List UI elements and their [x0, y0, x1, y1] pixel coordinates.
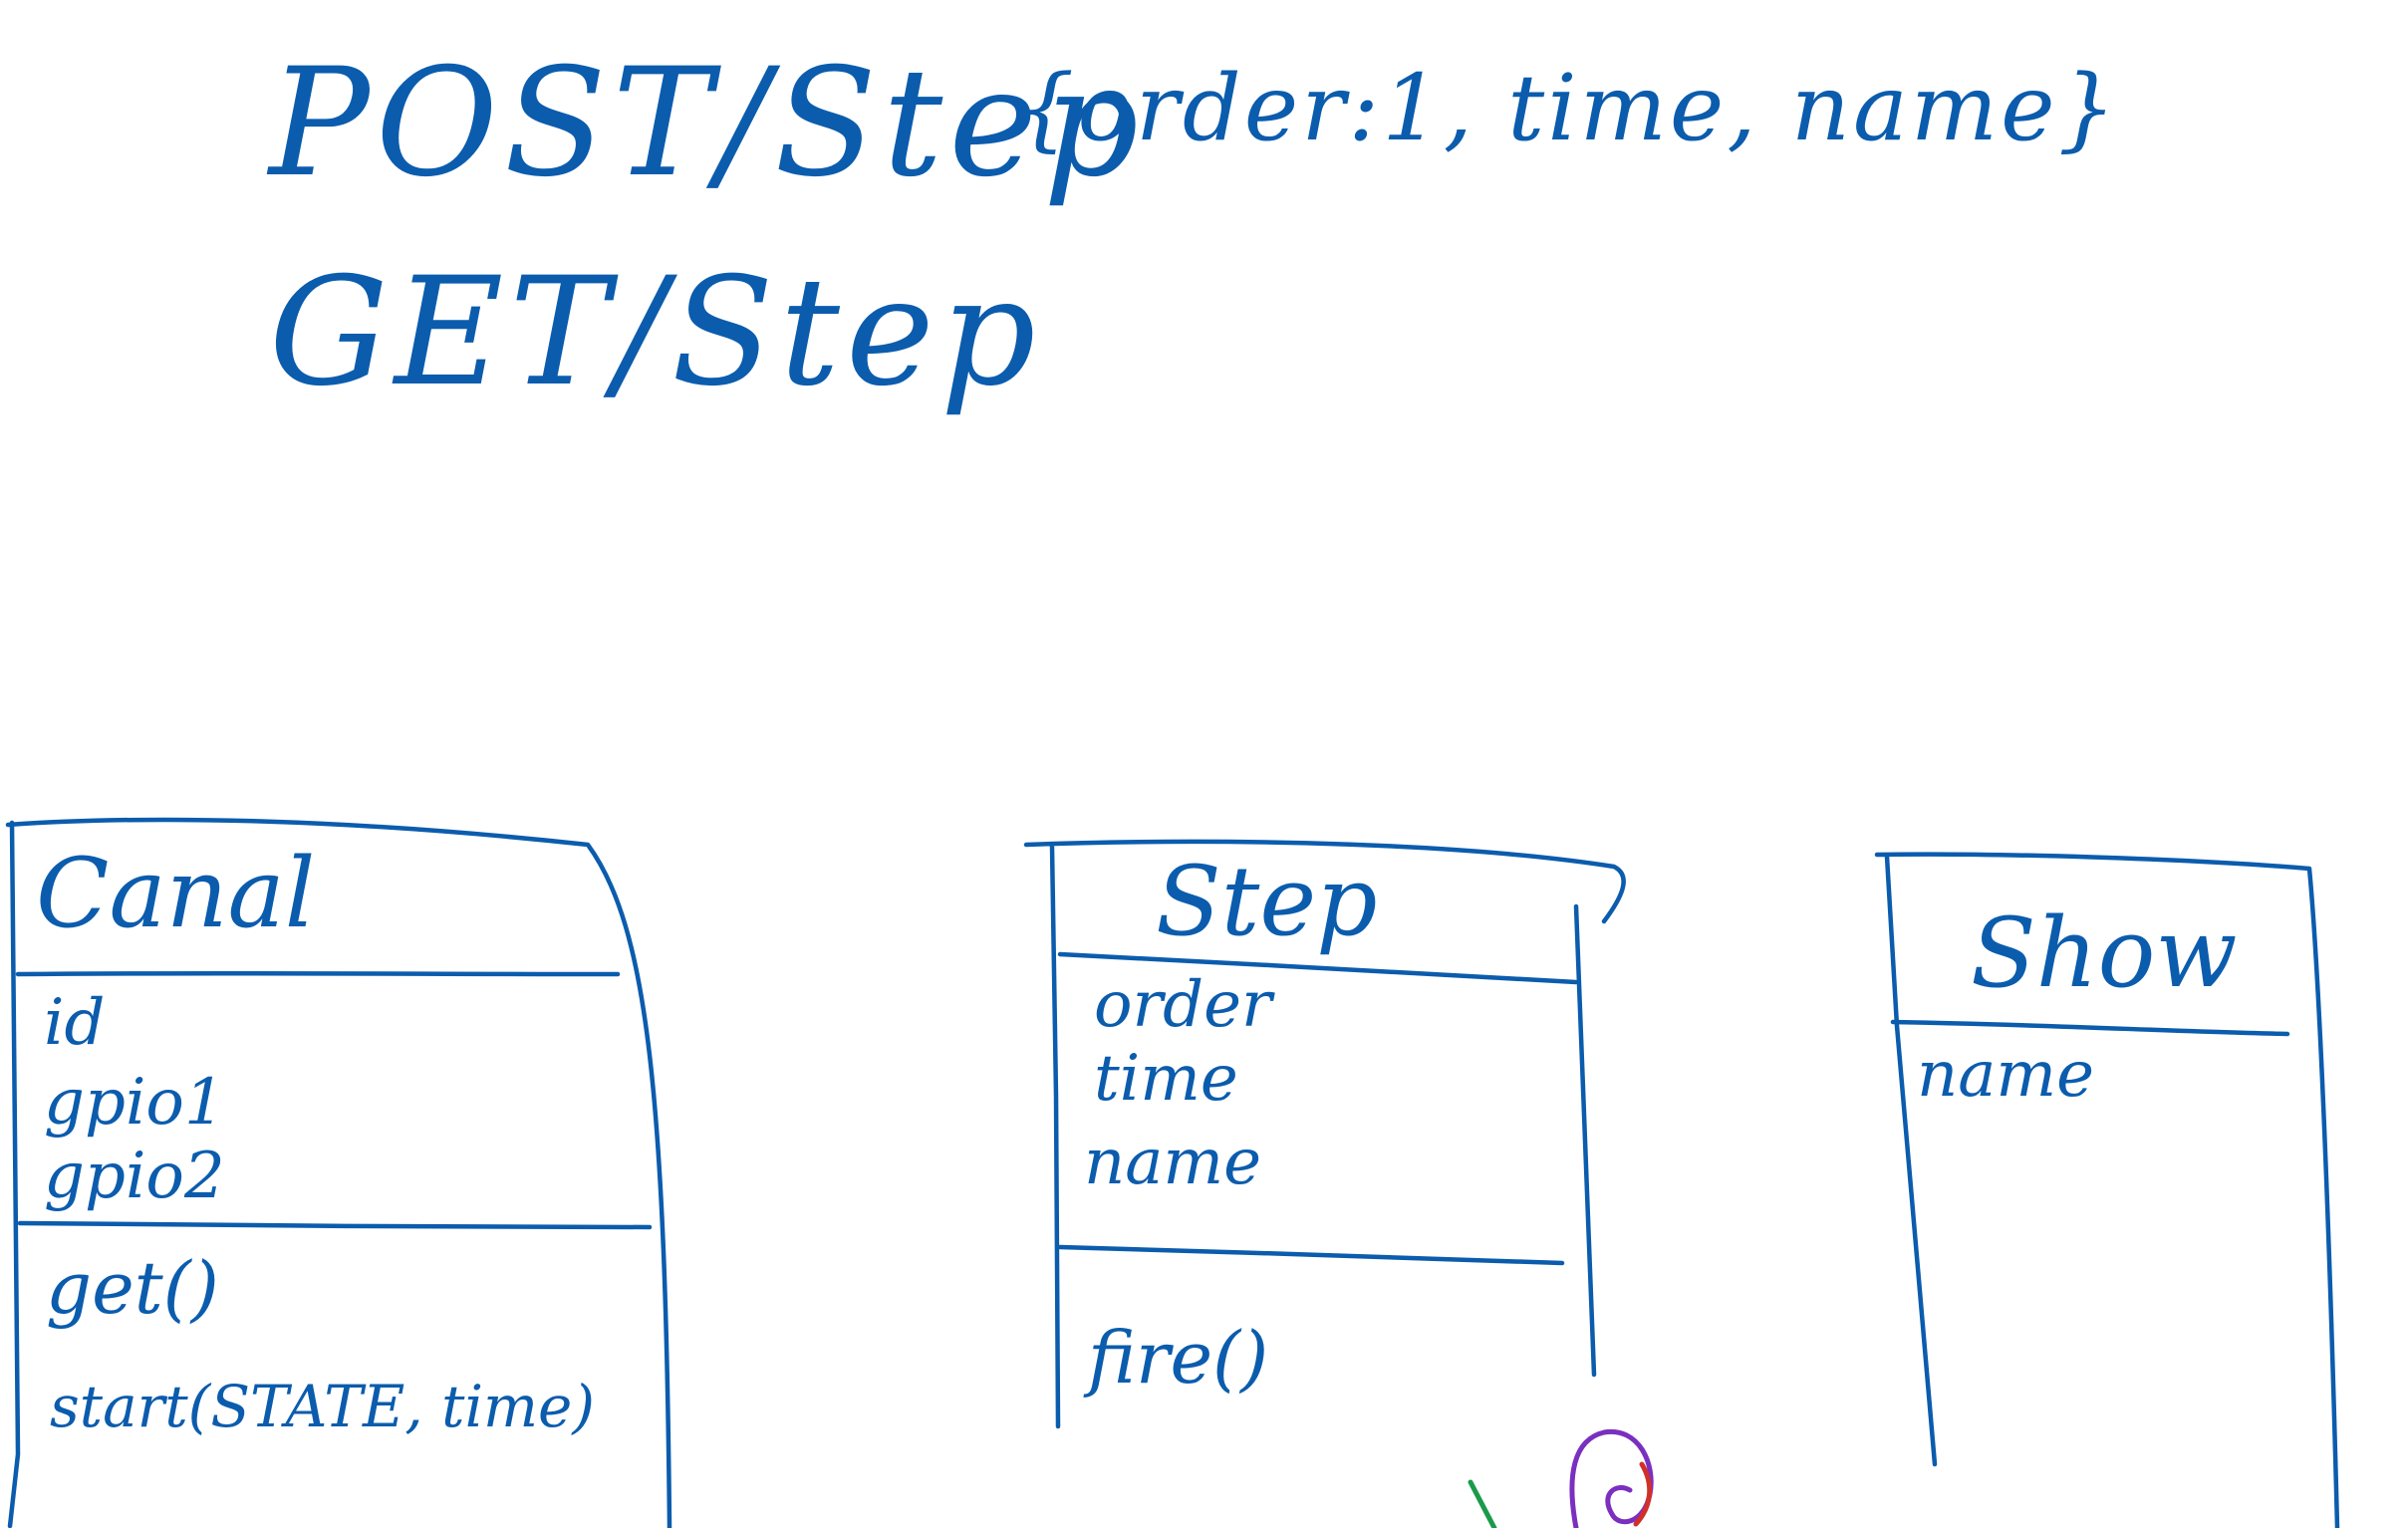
- show-box-outline: [1874, 852, 2340, 1528]
- canal-attr-gpio2: gpio2: [44, 1140, 225, 1213]
- canal-method-get: get(): [46, 1246, 219, 1330]
- canal-attr-id: id: [44, 986, 105, 1060]
- doodle-red-stroke: [1633, 1461, 1653, 1527]
- doodle-green-stroke: [1468, 1479, 1497, 1528]
- step-attributes-divider: [1057, 1244, 1565, 1266]
- get-step-note: GET/Step: [269, 246, 1042, 419]
- class-box-show: Show name: [1874, 852, 2340, 1528]
- step-attr-order: order: [1094, 968, 1275, 1042]
- step-json-note: {order:1, time, name}: [1016, 55, 2119, 161]
- step-class-name: Step: [1156, 846, 1378, 957]
- step-header-divider: [1057, 951, 1579, 985]
- doodle-purple-stroke: [1569, 1428, 1654, 1528]
- class-box-canal: Canal id gpio1 gpio2 get() start(STATE, …: [5, 817, 672, 1528]
- class-box-step: Step order time name fire(): [1023, 839, 1626, 1429]
- canal-box-outline: [5, 817, 672, 1528]
- colored-doodle: [1468, 1428, 1654, 1528]
- canal-class-name: Canal: [36, 838, 315, 949]
- canal-method-start: start(STATE, time): [50, 1373, 595, 1440]
- show-header-divider: [1890, 1019, 2290, 1037]
- post-step-note: POST/Step: [266, 37, 1145, 210]
- canal-header-divider: [15, 970, 621, 977]
- show-class-name: Show: [1971, 897, 2238, 1009]
- canal-attributes-divider: [17, 1220, 653, 1230]
- canal-attr-gpio1: gpio1: [44, 1066, 225, 1140]
- show-attr-name: name: [1917, 1038, 2094, 1112]
- step-method-fire: fire(): [1083, 1316, 1268, 1400]
- step-attr-name: name: [1084, 1126, 1261, 1199]
- step-box-outline: [1023, 839, 1626, 1429]
- step-attr-time: time: [1094, 1042, 1238, 1116]
- api-notes: POST/Step GET/Step {order:1, time, name}: [266, 37, 2119, 419]
